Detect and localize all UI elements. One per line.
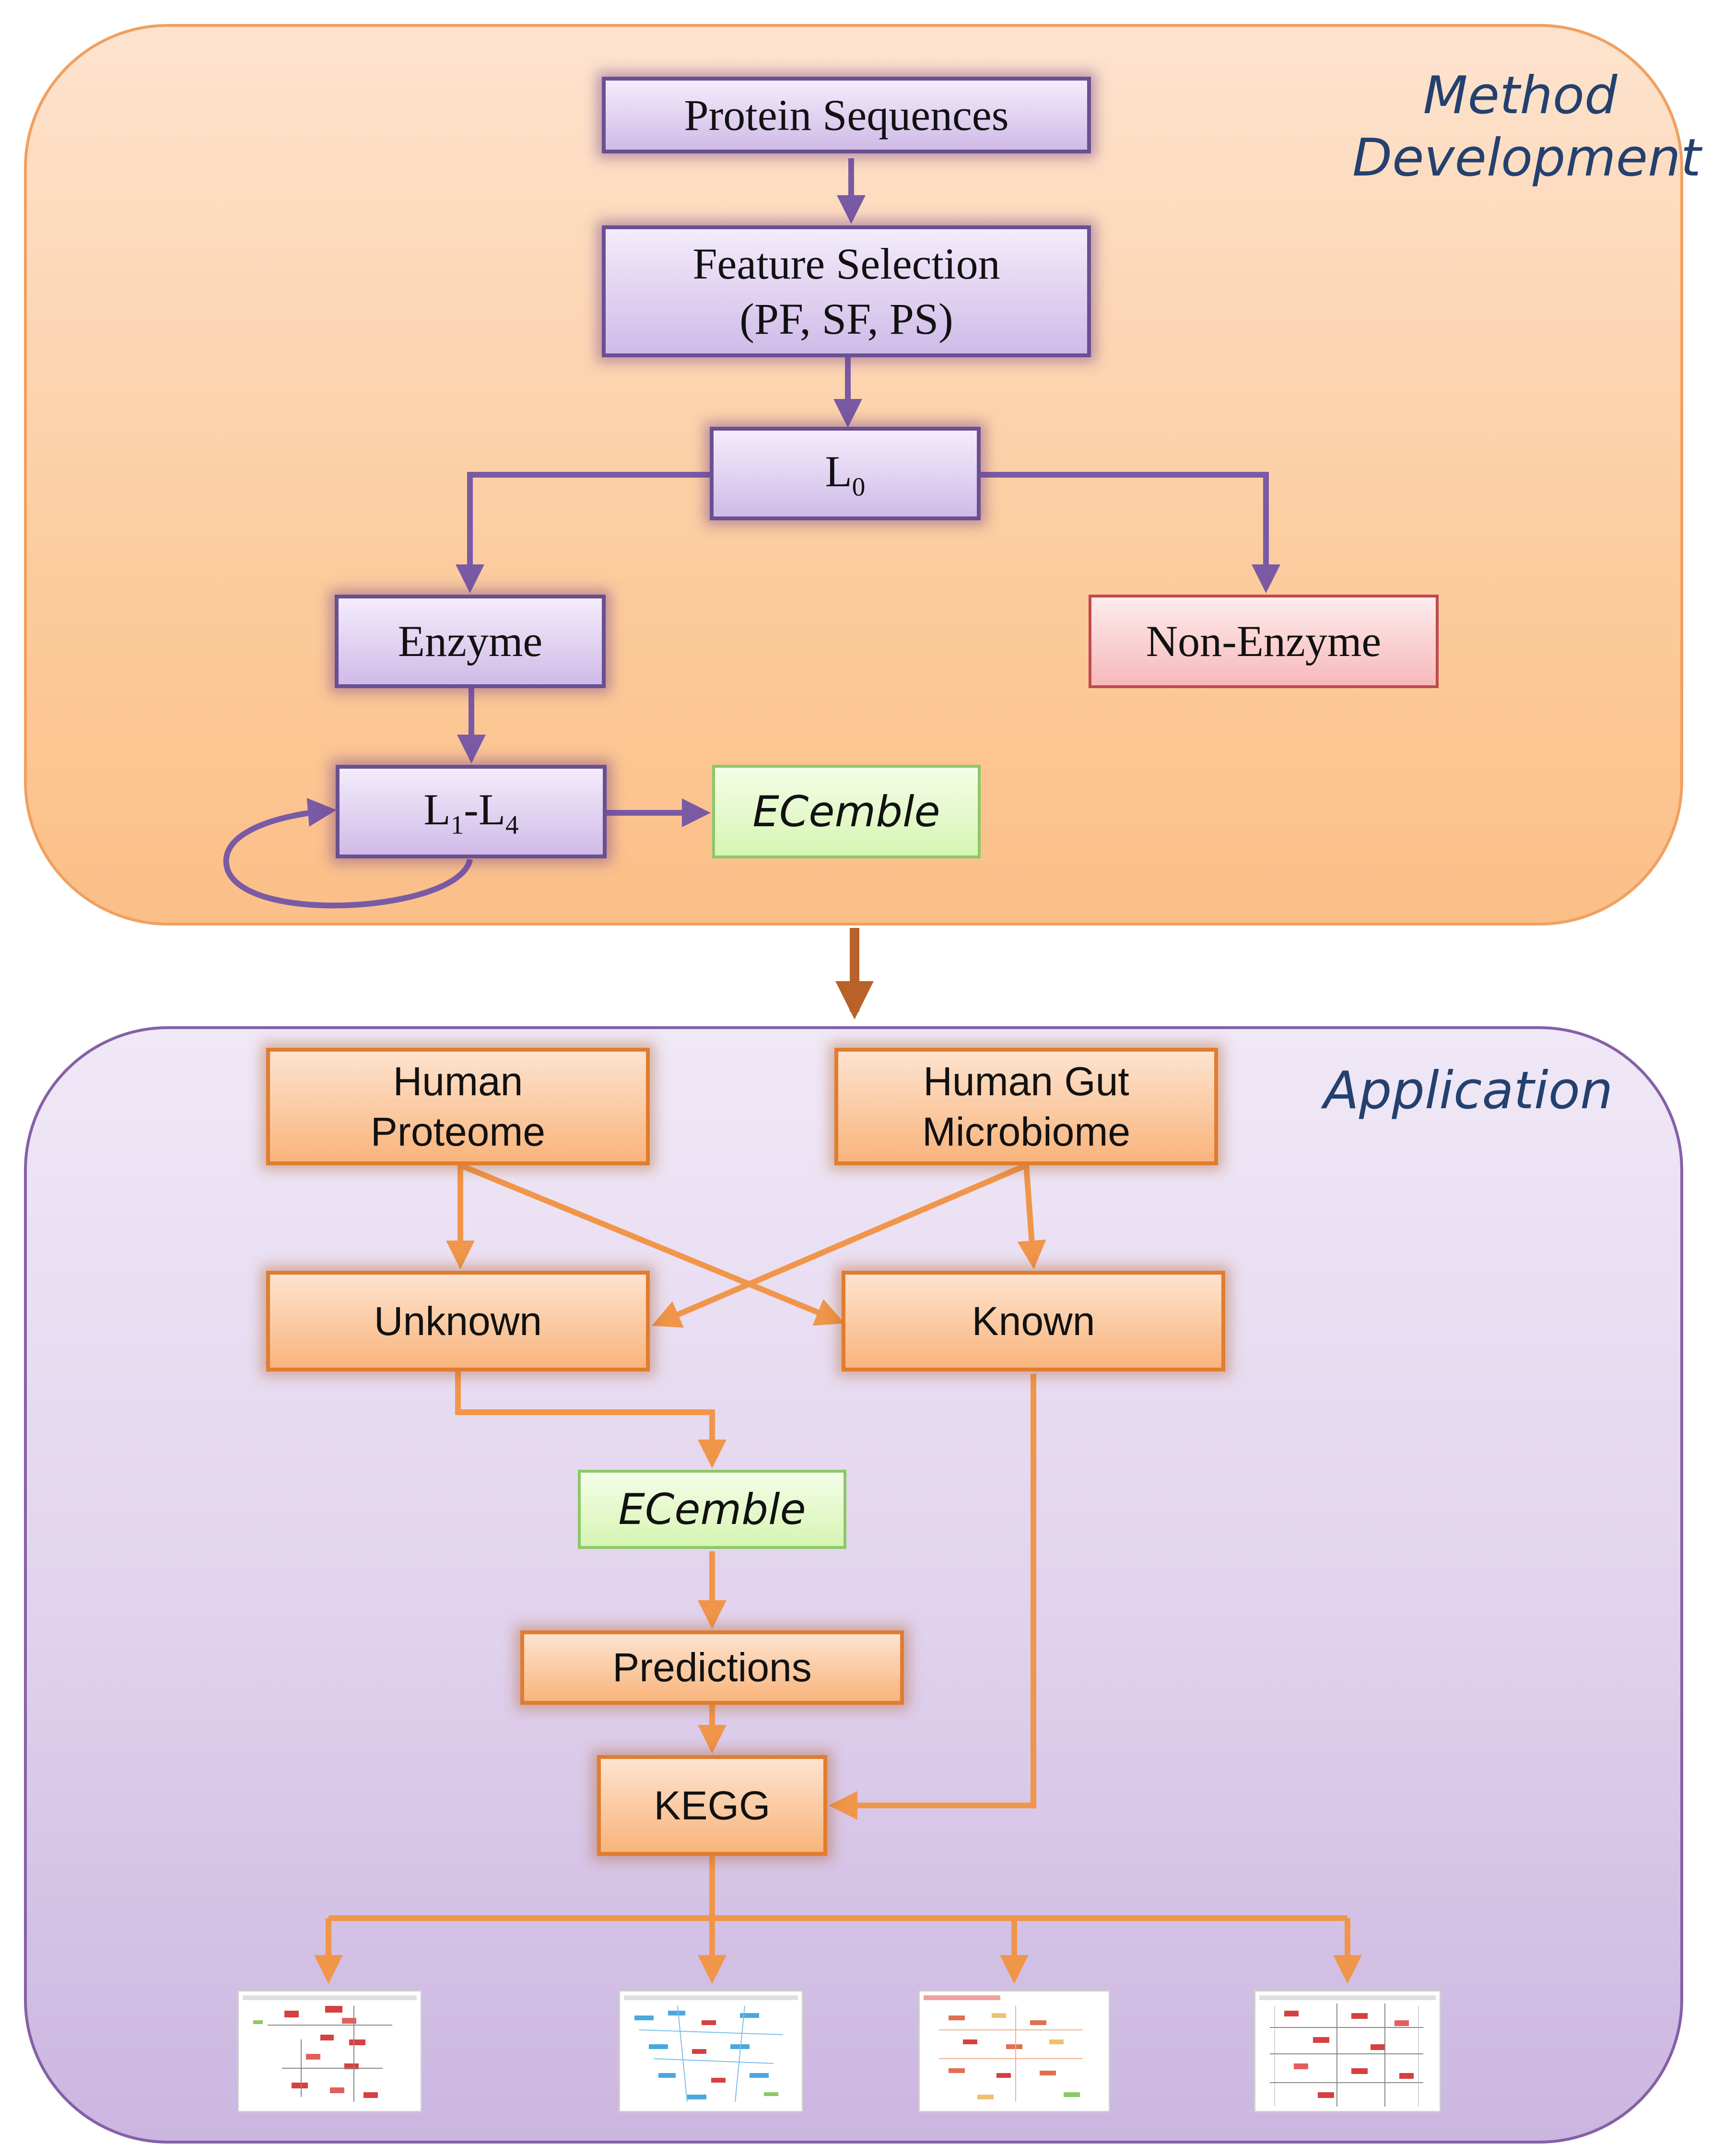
predictions-node: Predictions bbox=[520, 1630, 904, 1705]
pathway-map-1-graphic bbox=[243, 1995, 417, 2102]
unknown-label: Unknown bbox=[374, 1298, 542, 1344]
kegg-node: KEGG bbox=[597, 1755, 827, 1856]
protein-sequences-label: Protein Sequences bbox=[684, 90, 1009, 140]
human-proteome-node: Human Proteome bbox=[266, 1048, 650, 1165]
arrow-l0-to-non-enzyme bbox=[981, 472, 1280, 593]
l1-l4-node: L1-L4 bbox=[336, 765, 607, 858]
pathway-map-thumbnail bbox=[237, 1990, 422, 2112]
kegg-label: KEGG bbox=[654, 1782, 771, 1828]
l1-l4-label: L1-L4 bbox=[423, 785, 519, 840]
non-enzyme-node: Non-Enzyme bbox=[1089, 595, 1439, 688]
arrow-gut-to-known bbox=[1017, 1165, 1046, 1269]
pathway-map-thumbnail bbox=[1254, 1990, 1441, 2112]
human-gut-label-1: Human Gut bbox=[923, 1058, 1129, 1104]
l0-label: L0 bbox=[825, 446, 866, 502]
application-title: Application bbox=[1324, 1061, 1613, 1121]
feature-selection-sub-label: (PF, SF, PS) bbox=[739, 294, 953, 343]
predictions-label: Predictions bbox=[612, 1645, 812, 1690]
human-gut-label-2: Microbiome bbox=[922, 1109, 1131, 1154]
enzyme-node: Enzyme bbox=[335, 595, 606, 688]
ecemble-label: ECemble bbox=[752, 786, 940, 836]
feature-selection-node: Feature Selection (PF, SF, PS) bbox=[602, 225, 1091, 357]
protein-sequences-node: Protein Sequences bbox=[602, 77, 1091, 153]
pathway-map-thumbnail bbox=[619, 1990, 803, 2112]
application-panel bbox=[24, 1026, 1683, 2144]
human-proteome-label-2: Proteome bbox=[370, 1109, 546, 1154]
pathway-map-3-graphic bbox=[924, 1995, 1083, 2102]
ecemble-node-application: ECemble bbox=[578, 1470, 846, 1549]
enzyme-label: Enzyme bbox=[398, 617, 543, 666]
arrow-proteome-to-known bbox=[459, 1162, 845, 1326]
ecemble-app-label: ECemble bbox=[618, 1484, 806, 1534]
human-gut-microbiome-node: Human Gut Microbiome bbox=[834, 1048, 1218, 1165]
known-node: Known bbox=[842, 1271, 1225, 1371]
loop-arrow-l1l4 bbox=[223, 798, 473, 909]
pathway-map-thumbnail bbox=[918, 1990, 1110, 2112]
title-line-1: Method bbox=[1423, 66, 1617, 126]
feature-selection-label: Feature Selection bbox=[692, 239, 1000, 288]
l0-node: L0 bbox=[710, 427, 981, 520]
unknown-node: Unknown bbox=[266, 1271, 650, 1371]
title-line-2: Development bbox=[1352, 128, 1701, 188]
arrow-known-to-kegg bbox=[829, 1374, 1036, 1820]
arrow-gut-to-unknown bbox=[651, 1162, 1028, 1328]
non-enzyme-label: Non-Enzyme bbox=[1146, 617, 1382, 666]
ecemble-node-method: ECemble bbox=[712, 765, 981, 858]
method-development-title: Method Development bbox=[1352, 65, 1701, 189]
pathway-map-2-graphic bbox=[624, 1995, 798, 2102]
arrow-unknown-to-ecemble bbox=[455, 1371, 727, 1468]
human-proteome-label-1: Human bbox=[393, 1058, 523, 1104]
arrow-l0-to-enzyme bbox=[456, 472, 710, 593]
known-label: Known bbox=[972, 1298, 1095, 1344]
pathway-map-4-graphic bbox=[1259, 1995, 1436, 2107]
